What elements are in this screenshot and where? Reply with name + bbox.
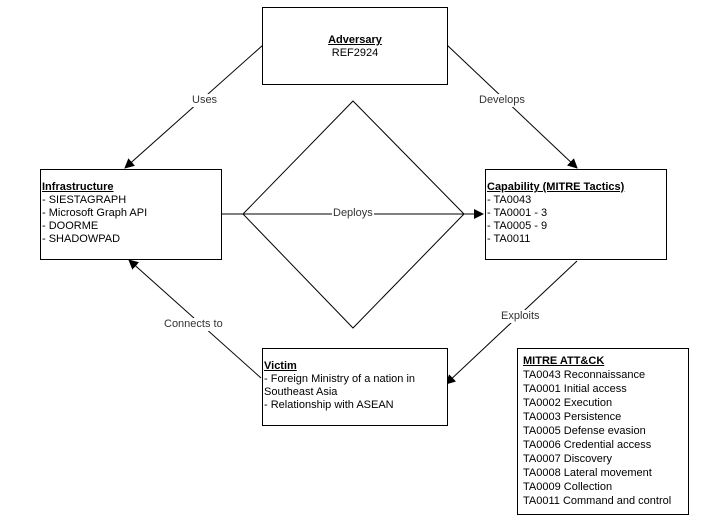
adversary-box: Adversary REF2924: [262, 7, 448, 85]
infrastructure-item: - SHADOWPAD: [42, 233, 121, 245]
mitre-item: TA0008 Lateral movement: [523, 467, 652, 479]
mitre-item: TA0006 Credential access: [523, 439, 652, 451]
infrastructure-item: - Microsoft Graph API: [42, 207, 148, 219]
mitre-attack-legend: MITRE ATT&CK TA0043 Reconnaissance TA000…: [517, 348, 689, 515]
edge-label-uses: Uses: [191, 94, 219, 107]
mitre-item: TA0043 Reconnaissance: [523, 369, 646, 381]
adversary-value: REF2924: [331, 47, 379, 59]
victim-item: - Foreign Ministry of a nation in Southe…: [264, 373, 416, 398]
capability-title: Capability (MITRE Tactics): [487, 181, 625, 193]
victim-title: Victim: [264, 360, 297, 372]
mitre-item: TA0011 Command and control: [523, 495, 672, 507]
mitre-item: TA0001 Initial access: [523, 383, 627, 395]
capability-item: - TA0005 - 9: [487, 220, 548, 232]
victim-box: Victim - Foreign Ministry of a nation in…: [262, 348, 448, 426]
edge-label-develops: Develops: [478, 94, 526, 107]
infrastructure-item: - DOORME: [42, 220, 99, 232]
capability-item: - TA0043: [487, 194, 532, 206]
infrastructure-item: - SIESTAGRAPH: [42, 194, 127, 206]
infrastructure-box: Infrastructure - SIESTAGRAPH - Microsoft…: [40, 169, 222, 260]
central-diamond: [242, 100, 465, 329]
capability-item: - TA0011: [487, 233, 531, 245]
edge-label-deploys: Deploys: [332, 207, 374, 220]
mitre-item: TA0009 Collection: [523, 481, 613, 493]
capability-item: - TA0001 - 3: [487, 207, 548, 219]
edge-label-connects-to: Connects to: [163, 318, 224, 331]
mitre-item: TA0007 Discovery: [523, 453, 613, 465]
mitre-item: TA0005 Defense evasion: [523, 425, 646, 437]
mitre-item: TA0002 Execution: [523, 397, 613, 409]
infrastructure-title: Infrastructure: [42, 181, 114, 193]
adversary-title: Adversary: [328, 34, 382, 46]
capability-box: Capability (MITRE Tactics) - TA0043 - TA…: [485, 169, 667, 260]
mitre-title: MITRE ATT&CK: [523, 355, 605, 367]
edge-label-exploits: Exploits: [500, 310, 541, 323]
mitre-item: TA0003 Persistence: [523, 411, 622, 423]
victim-item: - Relationship with ASEAN: [264, 399, 394, 411]
